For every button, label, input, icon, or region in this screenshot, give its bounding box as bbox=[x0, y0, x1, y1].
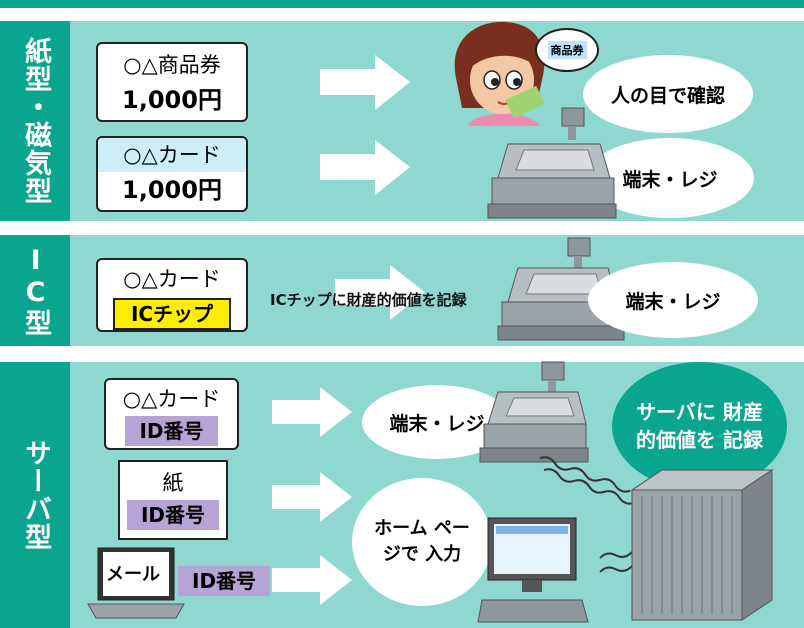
ic-note: ICチップに財産的価値を記録 bbox=[270, 291, 467, 309]
arrow-right-icon bbox=[320, 140, 410, 195]
target-terminal: 端末・レジ bbox=[588, 262, 758, 338]
section-label: 紙型・磁気型 bbox=[20, 37, 51, 205]
person-icon bbox=[454, 21, 545, 126]
laptop-icon bbox=[87, 547, 185, 619]
id-number-badge: ID番号 bbox=[126, 500, 220, 530]
id-number-badge: ID番号 bbox=[178, 566, 271, 596]
ic-chip-label: ICチップ bbox=[112, 298, 232, 330]
magnetic-card-title: ○△カード bbox=[98, 138, 246, 172]
mail-label: メール bbox=[106, 564, 160, 585]
magnetic-card: ○△カード 1,000円 bbox=[96, 136, 248, 212]
voucher-title: ○△商品券 bbox=[123, 53, 221, 77]
target-human-check: 人の目で確認 bbox=[583, 55, 753, 133]
target-label: 端末・レジ bbox=[389, 412, 485, 435]
target-label: 人の目で確認 bbox=[610, 84, 725, 107]
voucher-tag-bubble: 商品券 bbox=[535, 28, 599, 72]
top-accent-bar bbox=[0, 0, 804, 8]
arrow-right-icon bbox=[272, 472, 352, 522]
voucher-card: ○△商品券 1,000円 bbox=[96, 42, 248, 122]
section-server-side: サーバ型 bbox=[0, 362, 70, 628]
arrow-right-icon bbox=[335, 265, 425, 320]
target-label: ホーム ページで 入力 bbox=[374, 518, 470, 565]
section-label: IC型 bbox=[20, 244, 51, 337]
target-homepage: ホーム ページで 入力 bbox=[352, 478, 492, 606]
arrow-right-icon bbox=[272, 387, 352, 437]
arrow-right-icon bbox=[320, 55, 410, 110]
server-note: サーバに 財産的価値を 記録 bbox=[636, 400, 763, 452]
target-label: 端末・レジ bbox=[622, 168, 718, 191]
id-number-badge: ID番号 bbox=[125, 416, 218, 446]
server-note-bubble: サーバに 財産的価値を 記録 bbox=[612, 362, 787, 490]
cash-register-icon bbox=[487, 107, 617, 219]
magnetic-card-amount: 1,000円 bbox=[122, 176, 222, 204]
paper-card-title: 紙 bbox=[162, 471, 184, 495]
paper-card: 紙 ID番号 bbox=[118, 460, 228, 540]
section-label: サーバ型 bbox=[20, 439, 51, 551]
server-rack-icon bbox=[630, 469, 774, 621]
section-paper-magnetic-side: 紙型・磁気型 bbox=[0, 21, 70, 221]
server-card-title: ○△カード bbox=[122, 387, 221, 411]
server-card: ○△カード ID番号 bbox=[104, 378, 239, 450]
ic-card-title: ○△カード bbox=[123, 267, 221, 291]
ic-card: ○△カード ICチップ bbox=[96, 258, 248, 332]
arrow-right-icon bbox=[272, 555, 352, 605]
desktop-computer-icon bbox=[477, 517, 589, 623]
cash-register-icon bbox=[479, 361, 589, 463]
voucher-amount: 1,000円 bbox=[122, 86, 222, 114]
section-ic-side: IC型 bbox=[0, 235, 70, 346]
target-terminal: 端末・レジ bbox=[362, 385, 512, 459]
target-label: 端末・レジ bbox=[625, 290, 721, 313]
voucher-tag: 商品券 bbox=[547, 41, 587, 59]
